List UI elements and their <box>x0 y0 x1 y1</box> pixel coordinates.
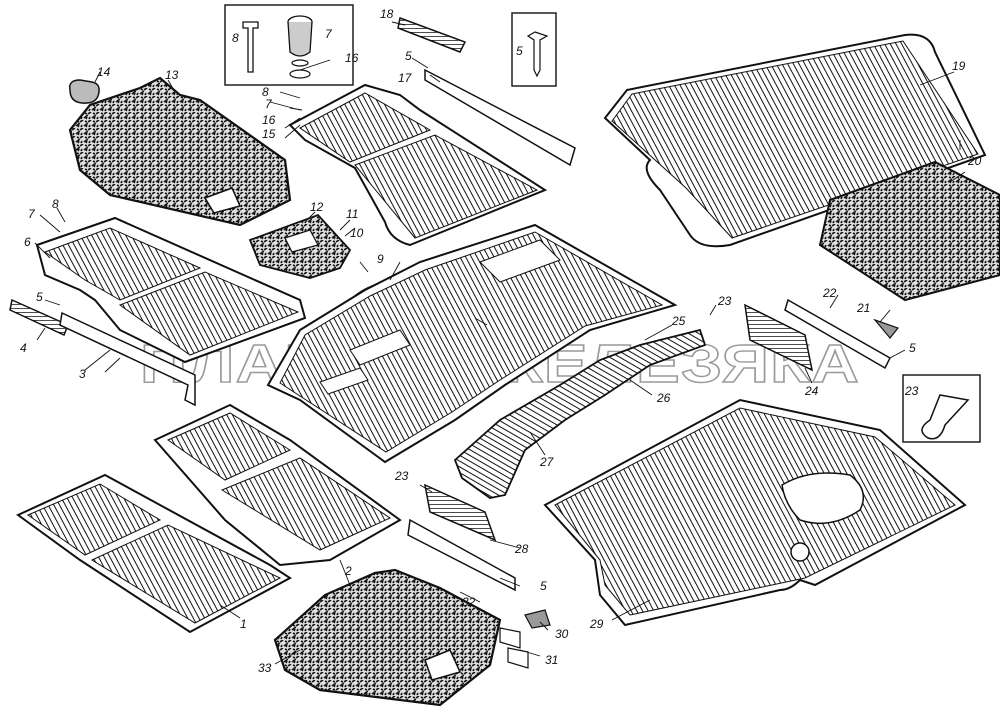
part-17-sill-plate <box>424 68 576 167</box>
callout-5-left: 5 <box>36 290 43 304</box>
part-24-sill-strip <box>744 303 814 372</box>
inset-box-bolt-bushing <box>224 4 354 86</box>
callout-28: 28 <box>514 542 529 556</box>
callout-5-right: 5 <box>909 341 916 355</box>
callout-23-upper: 23 <box>717 294 732 308</box>
part-15-front-floor-mat <box>288 83 548 247</box>
callout-8-left: 8 <box>52 197 59 211</box>
callout-8-inset: 8 <box>232 31 239 45</box>
callout-27: 27 <box>539 455 555 469</box>
callout-7-left: 7 <box>28 207 36 221</box>
callout-17: 17 <box>398 71 413 85</box>
callout-16-mid: 16 <box>262 113 276 127</box>
part-3-sill-plate <box>59 311 196 407</box>
callout-9: 9 <box>377 252 384 266</box>
callout-25: 25 <box>671 314 686 328</box>
callout-19: 19 <box>952 59 966 73</box>
callout-2: 2 <box>344 564 352 578</box>
callout-18: 18 <box>380 7 394 21</box>
part-22-sill-plate <box>784 298 891 370</box>
callout-24: 24 <box>804 384 819 398</box>
inset-box-spring-clip <box>902 374 981 443</box>
part-30-clip <box>524 609 551 629</box>
callout-16-inset: 16 <box>345 51 359 65</box>
callout-23-lower: 23 <box>394 469 409 483</box>
callout-3: 3 <box>79 367 86 381</box>
callout-labels: 1 2 3 4 5 6 7 8 9 10 11 12 13 14 15 16 7… <box>20 7 982 675</box>
part-1-front-floor-mat <box>16 473 292 634</box>
callout-5-bottom: 5 <box>540 579 547 593</box>
callout-21: 21 <box>856 301 870 315</box>
callout-11: 11 <box>346 207 358 221</box>
callout-8-mid: 8 <box>262 85 269 99</box>
part-21-clip <box>873 318 899 339</box>
part-25-center-floor-mat <box>266 223 678 464</box>
part-6-side-floor-mat <box>35 216 307 364</box>
callout-14: 14 <box>97 65 111 79</box>
callout-13: 13 <box>165 68 179 82</box>
callout-1: 1 <box>240 617 247 631</box>
part-26-27-tunnel-cover <box>453 328 707 499</box>
callout-7-mid: 7 <box>265 97 273 111</box>
part-14-rubber-cap <box>68 79 100 104</box>
callout-7-inset: 7 <box>325 27 333 41</box>
callout-33: 33 <box>258 661 272 675</box>
callout-10: 10 <box>350 226 364 240</box>
leader-lines <box>34 21 966 665</box>
callout-29: 29 <box>589 617 604 631</box>
callout-6: 6 <box>24 235 31 249</box>
part-4-sill-strip <box>9 298 69 337</box>
part-2-front-floor-mat <box>153 403 402 567</box>
callout-20: 20 <box>967 154 982 168</box>
callout-23-inset: 23 <box>904 384 919 398</box>
part-28-sill-strip <box>424 483 497 542</box>
callout-15: 15 <box>262 127 276 141</box>
callout-31: 31 <box>545 653 558 667</box>
callout-12: 12 <box>310 200 324 214</box>
part-13-carpet-mat <box>68 76 292 227</box>
callout-32: 32 <box>462 595 476 609</box>
callout-30: 30 <box>555 627 569 641</box>
callout-4: 4 <box>20 341 27 355</box>
callout-22: 22 <box>822 286 837 300</box>
part-20-carpet-mat <box>818 160 1000 302</box>
part-29-rear-floor-mat <box>543 398 967 627</box>
part-19-rear-floor-mat <box>603 33 987 248</box>
callout-26: 26 <box>656 391 671 405</box>
part-31-bracket <box>499 627 529 669</box>
part-33-carpet-mat <box>273 568 502 707</box>
inset-box-screw <box>511 12 557 87</box>
part-32-sill-plate <box>407 518 516 592</box>
callout-5-top: 5 <box>405 49 412 63</box>
part-18-sill-strip <box>397 16 467 53</box>
callout-5-inset: 5 <box>516 44 523 58</box>
part-12-cover-plate <box>248 213 352 279</box>
